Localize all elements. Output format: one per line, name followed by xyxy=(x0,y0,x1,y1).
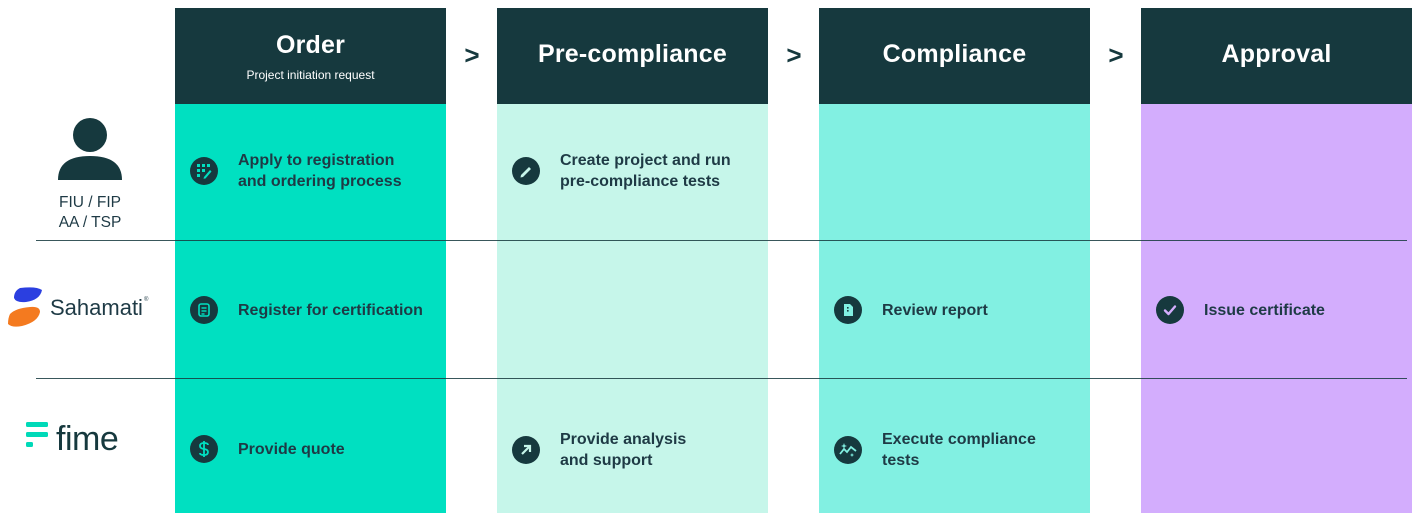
task-review-report: Review report xyxy=(834,296,988,324)
task-execute-compliance: Execute compliance tests xyxy=(834,429,1036,471)
fime-logo: fime xyxy=(26,420,119,458)
check-icon xyxy=(1156,296,1184,324)
stage-title: Compliance xyxy=(882,39,1027,68)
precompliance-column xyxy=(497,104,768,513)
approval-column xyxy=(1141,104,1412,513)
sahamati-wordmark: Sahamati xyxy=(50,295,143,320)
task-register-certification: Register for certification xyxy=(190,296,423,324)
task-label: Issue certificate xyxy=(1204,301,1325,319)
stage-separator: > xyxy=(786,40,802,70)
stage-compliance-header: Compliance xyxy=(819,8,1090,104)
task-label: Apply to registration and ordering proce… xyxy=(238,152,402,190)
task-issue-certificate: Issue certificate xyxy=(1156,296,1325,324)
task-label: Execute compliance tests xyxy=(882,431,1036,469)
pencil-icon xyxy=(512,157,540,185)
fime-wordmark: fime xyxy=(56,420,119,458)
stage-subtitle: Project initiation request xyxy=(246,67,375,82)
sahamati-logo-mark xyxy=(8,287,42,327)
stage-separator: > xyxy=(464,40,480,70)
row-divider xyxy=(36,240,1407,241)
task-label: Provide analysis and support xyxy=(560,431,687,469)
task-provide-quote: Provide quote xyxy=(190,435,345,463)
grid-edit-icon xyxy=(190,157,218,185)
sahamati-logo: Sahamati® xyxy=(6,284,148,332)
report-icon xyxy=(834,296,862,324)
task-label: Create project and run pre-compliance te… xyxy=(560,152,731,190)
stage-title: Pre-compliance xyxy=(538,39,727,68)
task-apply-registration: Apply to registration and ordering proce… xyxy=(190,150,402,192)
task-label: Review report xyxy=(882,301,988,319)
arrow-up-right-icon xyxy=(512,436,540,464)
stage-precompliance-header: Pre-compliance xyxy=(497,8,768,104)
order-column xyxy=(175,104,446,513)
task-label: Provide quote xyxy=(238,440,345,458)
actor-user: FIU / FIP AA / TSP xyxy=(40,118,140,233)
stage-separator: > xyxy=(1108,40,1124,70)
actor-user-label: FIU / FIP AA / TSP xyxy=(58,194,122,231)
stage-approval-header: Approval xyxy=(1141,8,1412,104)
task-provide-analysis: Provide analysis and support xyxy=(512,429,686,471)
stage-title: Order xyxy=(275,30,346,59)
row-divider xyxy=(36,378,1407,379)
task-create-project: Create project and run pre-compliance te… xyxy=(512,150,731,192)
document-icon xyxy=(190,296,218,324)
person-icon xyxy=(58,118,122,180)
sparkle-chart-icon xyxy=(834,436,862,464)
stage-title: Approval xyxy=(1221,39,1332,68)
dollar-icon xyxy=(190,435,218,463)
task-label: Register for certification xyxy=(238,301,423,319)
compliance-column xyxy=(819,104,1090,513)
fime-logo-mark xyxy=(26,422,48,447)
stage-order-header: Order Project initiation request xyxy=(175,8,446,104)
